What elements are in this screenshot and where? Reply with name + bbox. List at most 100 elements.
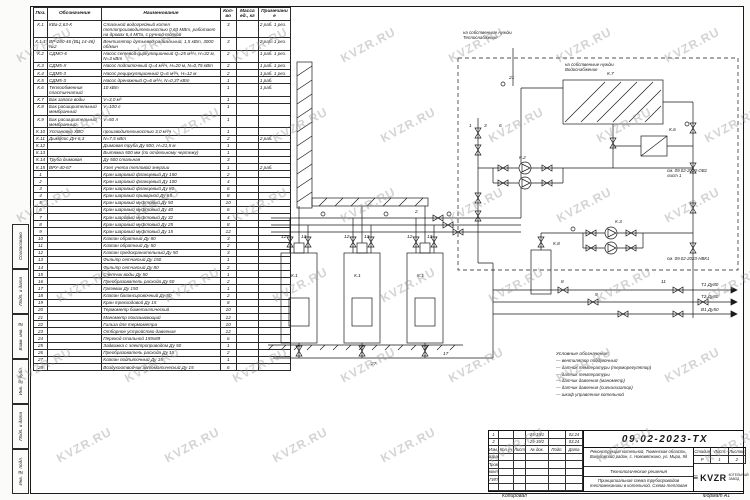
diagram-label: 12 [281, 235, 287, 240]
table-cell: Клапан обратный Ду 80 [101, 234, 221, 243]
table-cell [235, 298, 259, 307]
table-cell: К.9 [32, 115, 49, 129]
title-block-cell [514, 438, 526, 446]
table-cell: 8 [219, 298, 237, 307]
table-cell: 1 [219, 83, 237, 97]
table-cell: ВР-280-46 (ВЦ 14-46) №2 [47, 37, 103, 51]
table-cell: 21 [32, 313, 49, 322]
table-cell: 7 [32, 213, 49, 222]
table-cell: Кран трехходовой Ду 15 [101, 298, 221, 307]
side-strip-label: Подп. и дата [18, 277, 23, 306]
diagram-label: К.1 [354, 274, 361, 279]
side-strip-label: Инв. № дубл. [18, 367, 23, 396]
table-cell: N=7,5 кВт [101, 134, 221, 143]
table-cell [235, 305, 259, 315]
table-cell: 6 [219, 334, 237, 343]
title-block-cell: Н.контр. [489, 468, 499, 476]
table-cell: 2 [219, 69, 237, 78]
table-cell [235, 37, 259, 51]
table-cell [47, 220, 103, 229]
table-cell [235, 141, 259, 150]
table-cell: 2 раб. 1 рез. [257, 19, 292, 39]
table-cell: Переход стальной 159х89 [101, 334, 221, 343]
table-cell [235, 127, 259, 136]
stage-value: Р [694, 456, 712, 464]
table-cell: Кран шаровый фланцевый Ду 80 [101, 184, 221, 193]
table-cell: Бак расширительный мембранный [47, 102, 103, 117]
table-cell: 1 [219, 102, 237, 117]
column-header: Обозначение [47, 7, 103, 21]
footer-copied: Копировал [502, 493, 527, 499]
stage-header: Стадия [694, 448, 712, 456]
table-cell [47, 227, 103, 236]
table-cell: СДМО-6 [47, 49, 103, 63]
table-cell: 3 [219, 234, 237, 243]
stage-value: 1 [711, 456, 729, 464]
table-cell [235, 327, 259, 336]
table-cell: Отборное устройство давления [101, 327, 221, 336]
table-cell [235, 148, 259, 157]
table-cell: Стальной водогрейный котел теплопроизвод… [101, 19, 221, 39]
table-cell [47, 277, 103, 286]
table-cell: 2 [219, 348, 237, 357]
table-cell [47, 177, 103, 186]
table-cell: Кран шаровый фланцевый Ду 150 [101, 170, 221, 179]
table-cell [47, 348, 103, 357]
table-cell [47, 198, 103, 207]
title-block-row: Пров. [489, 461, 583, 469]
title-block-cell [566, 476, 583, 484]
title-block-cell [549, 476, 566, 484]
table-cell: 23 [32, 327, 49, 336]
table-cell [235, 213, 259, 222]
pipe-label: Т1 Ду80 [701, 282, 719, 287]
title-block-cell [499, 476, 514, 484]
table-cell: 6 [32, 205, 49, 215]
table-cell [235, 255, 259, 265]
pump-icon [518, 176, 532, 190]
table-cell [47, 184, 103, 193]
title-block-row: Н.контр. [489, 468, 583, 476]
table-cell: 12 [219, 327, 237, 336]
title-block-cell [566, 461, 583, 469]
table-cell: 6 [219, 184, 237, 193]
table-cell [235, 248, 259, 257]
logo-bars-icon: ≡ [693, 473, 699, 482]
table-cell [235, 205, 259, 215]
table-cell: Дымосос ДН-6,3 [47, 134, 103, 143]
table-cell: К.6 [32, 83, 49, 97]
title-block-cell [489, 483, 499, 491]
stage-header: Листов [728, 448, 746, 456]
table-cell: 12 [219, 313, 237, 322]
table-cell: Манометр показывающий [101, 313, 221, 322]
table-cell: 2 [32, 177, 49, 186]
flue-duct [311, 197, 429, 207]
diagram-label: 11 [661, 280, 666, 285]
table-cell: 3 [32, 184, 49, 193]
sheet-title: Принципиальная схема трубопроводов тепло… [589, 478, 688, 488]
diagram-callout: см. 09.02-2023-НВК1 [667, 256, 710, 261]
table-cell: Кран шаровый муфтовый Ду 50 [101, 198, 221, 207]
side-strip-label: Подп. и дата [18, 412, 23, 441]
table-cell: Узел учета тепловой энергии [101, 163, 221, 172]
table-cell: 6 [219, 363, 237, 372]
table-cell: 5 [32, 198, 49, 207]
table-cell [235, 227, 259, 236]
table-cell: 3 [219, 248, 237, 257]
table-cell: 13 [32, 255, 49, 265]
title-block-cell [526, 468, 549, 476]
table-cell: Насос рециркуляционный Q=6 м³/ч, Н=12 м [101, 69, 221, 78]
title-block-cell: Пров. [489, 461, 499, 469]
title-block-cell [526, 453, 549, 461]
table-cell [235, 291, 259, 300]
